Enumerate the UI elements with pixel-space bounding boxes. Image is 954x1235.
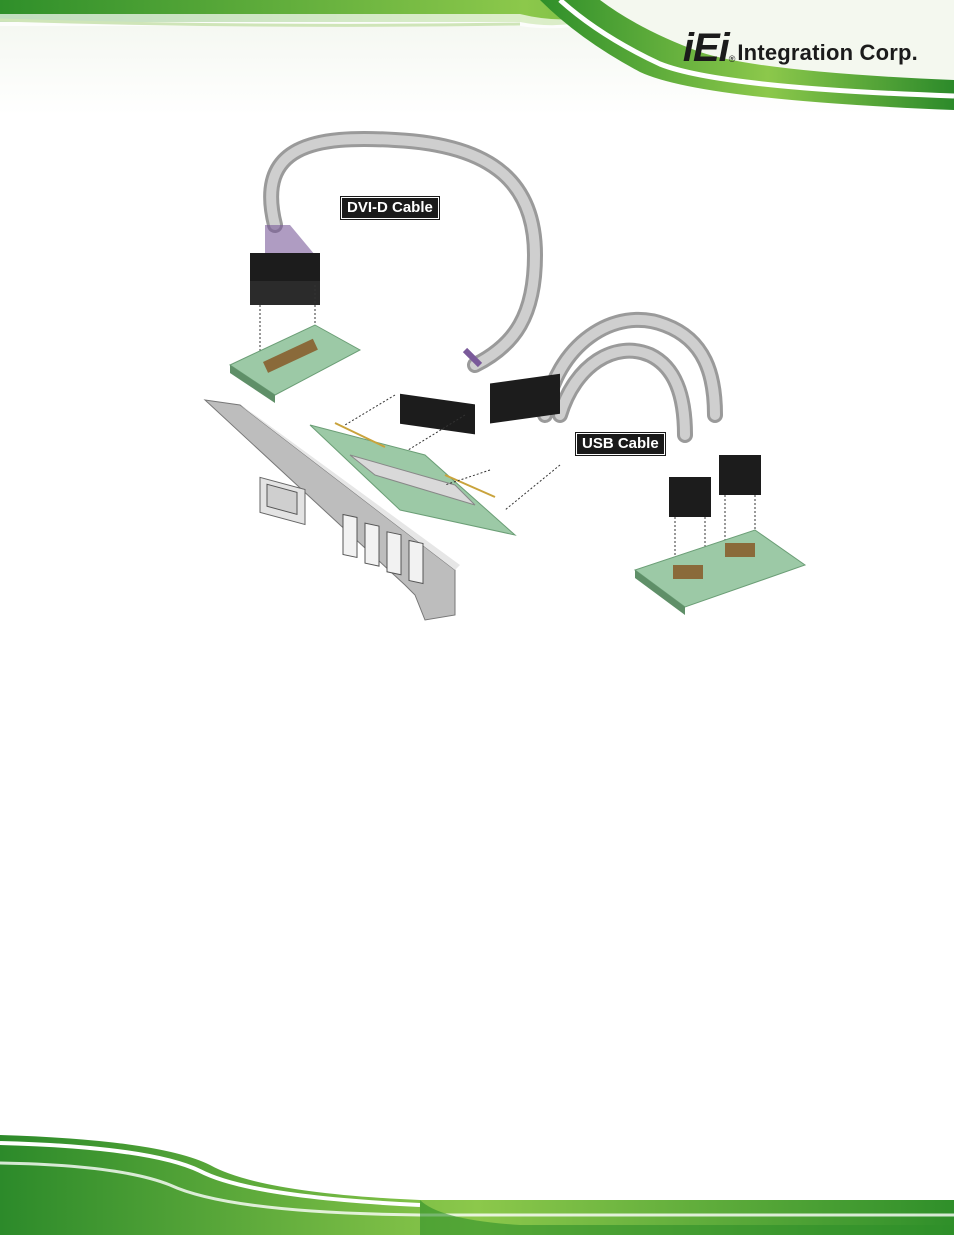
cable-illustration xyxy=(195,125,815,635)
pcb-right xyxy=(635,530,805,615)
cable-connection-figure: DVI-D Cable USB Cable xyxy=(195,125,815,635)
company-name: Integration Corp. xyxy=(737,42,918,64)
company-logo: iEi ® Integration Corp. xyxy=(683,28,918,68)
dvi-d-cable-label: DVI-D Cable xyxy=(341,197,439,219)
usb-cable-label: USB Cable xyxy=(576,433,665,455)
pcb-left xyxy=(230,325,360,403)
footer-banner xyxy=(0,1135,954,1235)
registered-mark: ® xyxy=(729,54,736,64)
logo-mark: iEi xyxy=(683,28,729,68)
